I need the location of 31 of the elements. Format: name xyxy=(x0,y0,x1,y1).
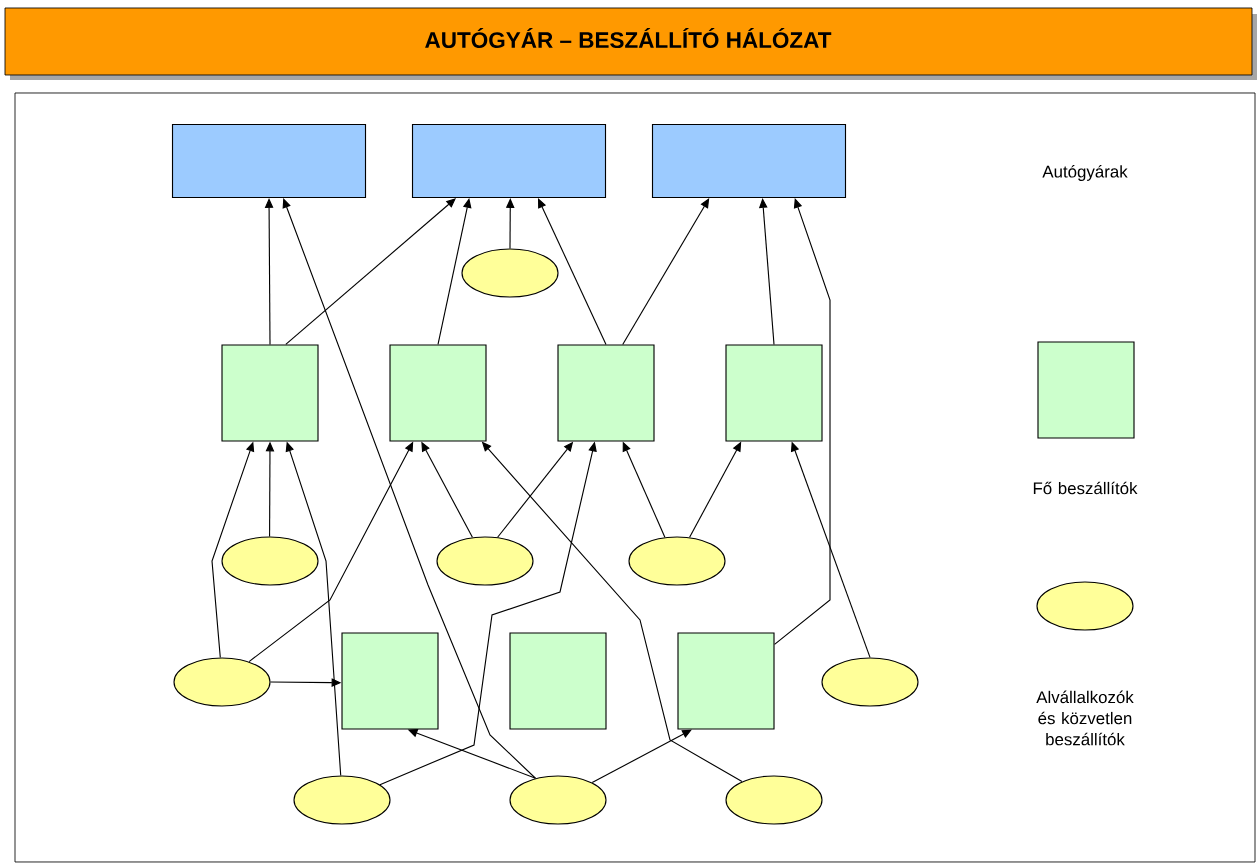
legend-text: Fő beszállítók xyxy=(1033,481,1138,495)
ellipse xyxy=(173,657,271,707)
arrow xyxy=(505,198,515,249)
arrow xyxy=(437,198,472,345)
box xyxy=(221,344,319,442)
arrow xyxy=(622,198,710,345)
box xyxy=(411,123,607,199)
title-banner: AUTÓGYÁR – BESZÁLLÍTÓ HÁLÓZAT xyxy=(4,7,1257,80)
arrow xyxy=(282,198,537,779)
legend-text: Alvállalkozók és közvetlen beszállítók xyxy=(1036,690,1134,746)
ellipse xyxy=(293,775,391,825)
ellipse xyxy=(221,536,319,586)
box xyxy=(651,123,847,199)
arrow xyxy=(264,198,274,345)
arrow xyxy=(758,198,775,345)
box xyxy=(171,123,367,199)
label-text: Autógyárak xyxy=(1042,165,1128,181)
arrow xyxy=(774,198,831,645)
ellipse xyxy=(821,657,919,707)
box xyxy=(389,344,487,442)
box xyxy=(557,344,655,442)
ellipse xyxy=(461,248,559,298)
box xyxy=(341,632,439,730)
box xyxy=(725,344,823,442)
ellipse xyxy=(436,536,534,586)
ellipse xyxy=(509,775,607,825)
ellipse xyxy=(628,536,726,586)
arrow xyxy=(591,729,692,784)
box xyxy=(677,632,775,730)
box xyxy=(509,632,607,730)
ellipse xyxy=(725,775,823,825)
